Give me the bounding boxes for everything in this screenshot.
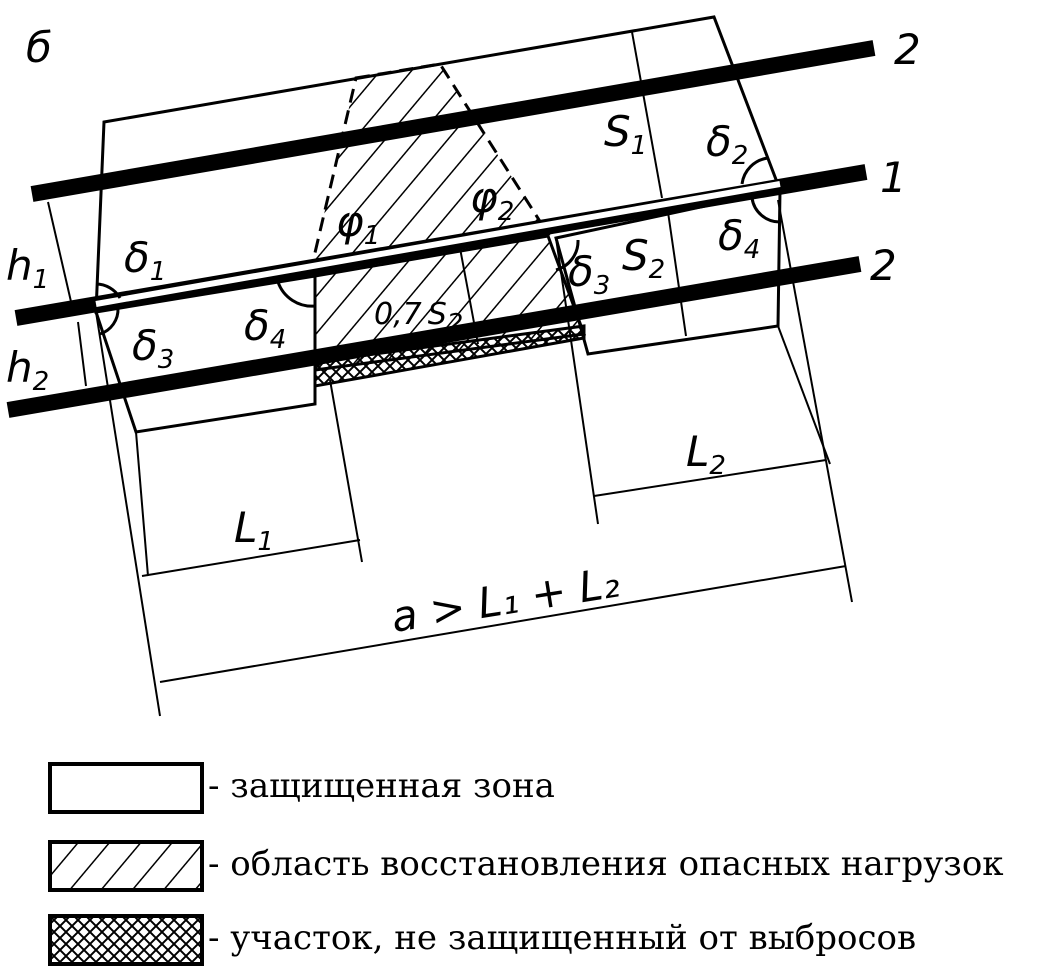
seam-2-upper [30,40,876,202]
legend-recovery: - область восстановления опасных нагрузо… [48,840,1038,900]
delta1-label: δ1 [124,233,166,287]
arc-delta1 [95,282,122,299]
arc-delta4-right [750,197,781,224]
legend-text-recovery: - область восстановления опасных нагрузо… [208,844,1004,884]
legend-box-blank [48,762,204,814]
legend-text-unprotected: - участок, не защищенный от выбросов [208,918,917,958]
dim-h1 [47,201,73,307]
dim-l2 [593,459,827,497]
panel-letter: б [26,23,52,72]
phi2-label: φ2 [470,173,514,227]
ext-l1-right [329,379,363,563]
dim-s2 [667,211,687,337]
s2-label: S2 [622,231,665,285]
dim-a [159,565,847,683]
protection-zone-diagram: б 2 1 2 h1 h2 δ1 δ3 δ4 δ3 δ2 δ4 φ1 φ2 S1… [6,15,921,717]
dim-s1 [631,31,663,199]
l2-label: L2 [686,427,726,481]
dim-h2 [77,321,87,387]
phi1-label: φ1 [336,197,380,251]
delta2-label: δ2 [706,117,748,171]
arc-delta3 [99,307,120,336]
delta3-label: δ3 [132,321,174,375]
seam-1-label: 1 [880,153,907,202]
legend-box-hatched [48,840,204,892]
arc-delta4-left [276,281,316,308]
seam-1-inner [95,181,781,307]
ext-l1-left [135,431,149,577]
ext-l2-right [777,325,831,465]
ext-right [777,199,853,603]
seam-2-upper-label: 2 [894,25,921,74]
l1-label: L1 [234,503,274,557]
delta3-label-right: δ3 [568,247,610,301]
arc-delta2 [740,156,769,185]
arc-delta3-right [555,239,580,272]
legend-box-crosshatched [48,914,204,966]
seam-2-lower-label: 2 [870,241,897,290]
a-condition-label: a > L₁ + L₂ [388,557,623,641]
legend-unprotected: - участок, не защищенный от выбросов [48,914,1038,974]
delta4-label-left: δ4 [244,301,286,355]
delta4-label-right: δ4 [718,211,760,265]
ext-l2-left [555,237,599,525]
seam-2-lower [6,256,862,418]
legend-text-protected: - защищенная зона [208,766,555,806]
s1-label: S1 [604,107,647,161]
legend-protected: - защищенная зона [48,762,1038,822]
dim-07s2 [459,247,479,345]
ext-left [95,311,161,717]
h1-label: h1 [6,241,49,295]
dim-l1 [141,539,361,577]
h2-label: h2 [6,343,49,397]
unprotected-strip [313,324,586,388]
